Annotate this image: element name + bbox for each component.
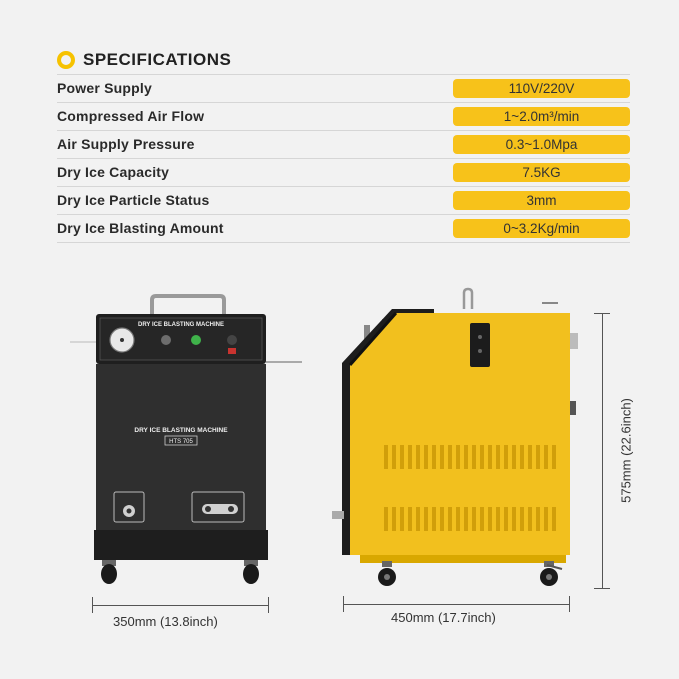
- spec-label: Power Supply: [57, 80, 152, 96]
- section-header: SPECIFICATIONS: [57, 48, 231, 72]
- spec-label: Compressed Air Flow: [57, 108, 205, 124]
- spec-row: Dry Ice Capacity 7.5KG: [57, 158, 630, 186]
- model-label: HTS 705: [169, 439, 193, 445]
- spec-row: Air Supply Pressure 0.3~1.0Mpa: [57, 130, 630, 158]
- dimension-line: [602, 313, 603, 589]
- spec-table: Power Supply 110V/220V Compressed Air Fl…: [57, 74, 630, 243]
- machine-side-view: [332, 287, 578, 586]
- dimension-line: [92, 605, 269, 606]
- spec-label: Dry Ice Particle Status: [57, 192, 210, 208]
- panel-text: DRY ICE BLASTING MACHINE: [138, 322, 224, 328]
- spec-value: 7.5KG: [453, 163, 630, 182]
- body-text: DRY ICE BLASTING MACHINE: [134, 427, 228, 434]
- section-title: SPECIFICATIONS: [83, 50, 232, 69]
- spec-value: 1~2.0m³/min: [453, 107, 630, 126]
- circle-icon: [57, 51, 75, 69]
- spec-value: 3mm: [453, 191, 630, 210]
- spec-row: Power Supply 110V/220V: [57, 74, 630, 102]
- spec-label: Dry Ice Capacity: [57, 164, 170, 180]
- machine-front-view: DRY ICE BLASTING MACHINE DRY ICE BLASTIN…: [70, 294, 302, 584]
- dimension-line: [343, 604, 570, 605]
- width-label: 350mm (13.8inch): [113, 614, 218, 629]
- spec-value: 0~3.2Kg/min: [453, 219, 630, 238]
- depth-label: 450mm (17.7inch): [391, 610, 496, 625]
- spec-row: Dry Ice Blasting Amount 0~3.2Kg/min: [57, 214, 630, 243]
- spec-value: 0.3~1.0Mpa: [453, 135, 630, 154]
- spec-row: Compressed Air Flow 1~2.0m³/min: [57, 102, 630, 130]
- height-label: 575mm (22.6inch): [618, 398, 634, 503]
- spec-row: Dry Ice Particle Status 3mm: [57, 186, 630, 214]
- spec-value: 110V/220V: [453, 79, 630, 98]
- spec-label: Air Supply Pressure: [57, 136, 195, 152]
- spec-label: Dry Ice Blasting Amount: [57, 220, 224, 236]
